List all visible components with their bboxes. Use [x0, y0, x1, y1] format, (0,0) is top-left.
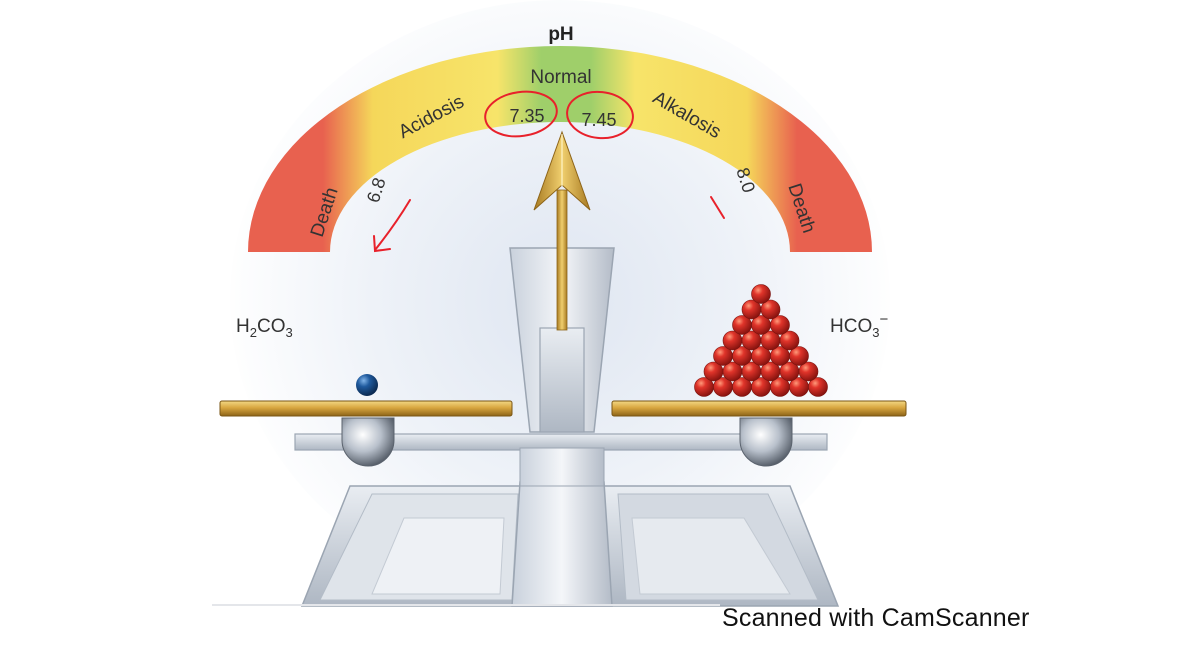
right-pan-plate: [611, 400, 907, 417]
carbonic-acid-ball: [356, 374, 378, 396]
right-pan: HCO3−: [611, 284, 907, 467]
ph-gauge-arc: [248, 46, 872, 252]
bicarbonate-ball: [751, 284, 771, 304]
left-pan: H2CO3: [219, 316, 513, 467]
bicarbonate-ball: [770, 315, 790, 335]
circle-annotation-7-35: [484, 90, 558, 138]
arrow-annotation-head: [373, 235, 391, 253]
scale-base: [294, 433, 840, 607]
circle-annotation-7-45: [566, 90, 634, 140]
bicarbonate-ball: [798, 361, 819, 382]
handwritten-annotations: [373, 90, 725, 253]
bicarbonate-ball: [789, 346, 809, 366]
carbonic-acid-label: H2CO3: [236, 316, 293, 340]
bicarbonate-ball: [779, 330, 800, 351]
bicarbonate-label: HCO3−: [830, 311, 888, 340]
scale-center-column: [509, 247, 615, 433]
ph-pointer-arrow: [533, 130, 591, 331]
bicarbonate-ball: [760, 299, 781, 320]
bicarbonate-ball: [808, 377, 828, 397]
left-pan-plate: [219, 400, 513, 417]
tick-annotation-stroke: [710, 196, 725, 219]
scanner-watermark: Scanned with CamScanner: [722, 604, 1030, 632]
zone-label-normal: Normal: [530, 67, 591, 88]
footer-divider: [212, 604, 720, 606]
tick-label-normal-high: 7.45: [581, 110, 616, 130]
left-pan-support: [341, 417, 395, 467]
bicarbonate-ball-pyramid: [694, 284, 828, 397]
right-pan-support: [739, 417, 793, 467]
gauge-title: pH: [548, 24, 573, 45]
tick-label-normal-low: 7.35: [509, 106, 544, 126]
arrow-annotation-shaft: [374, 199, 411, 251]
